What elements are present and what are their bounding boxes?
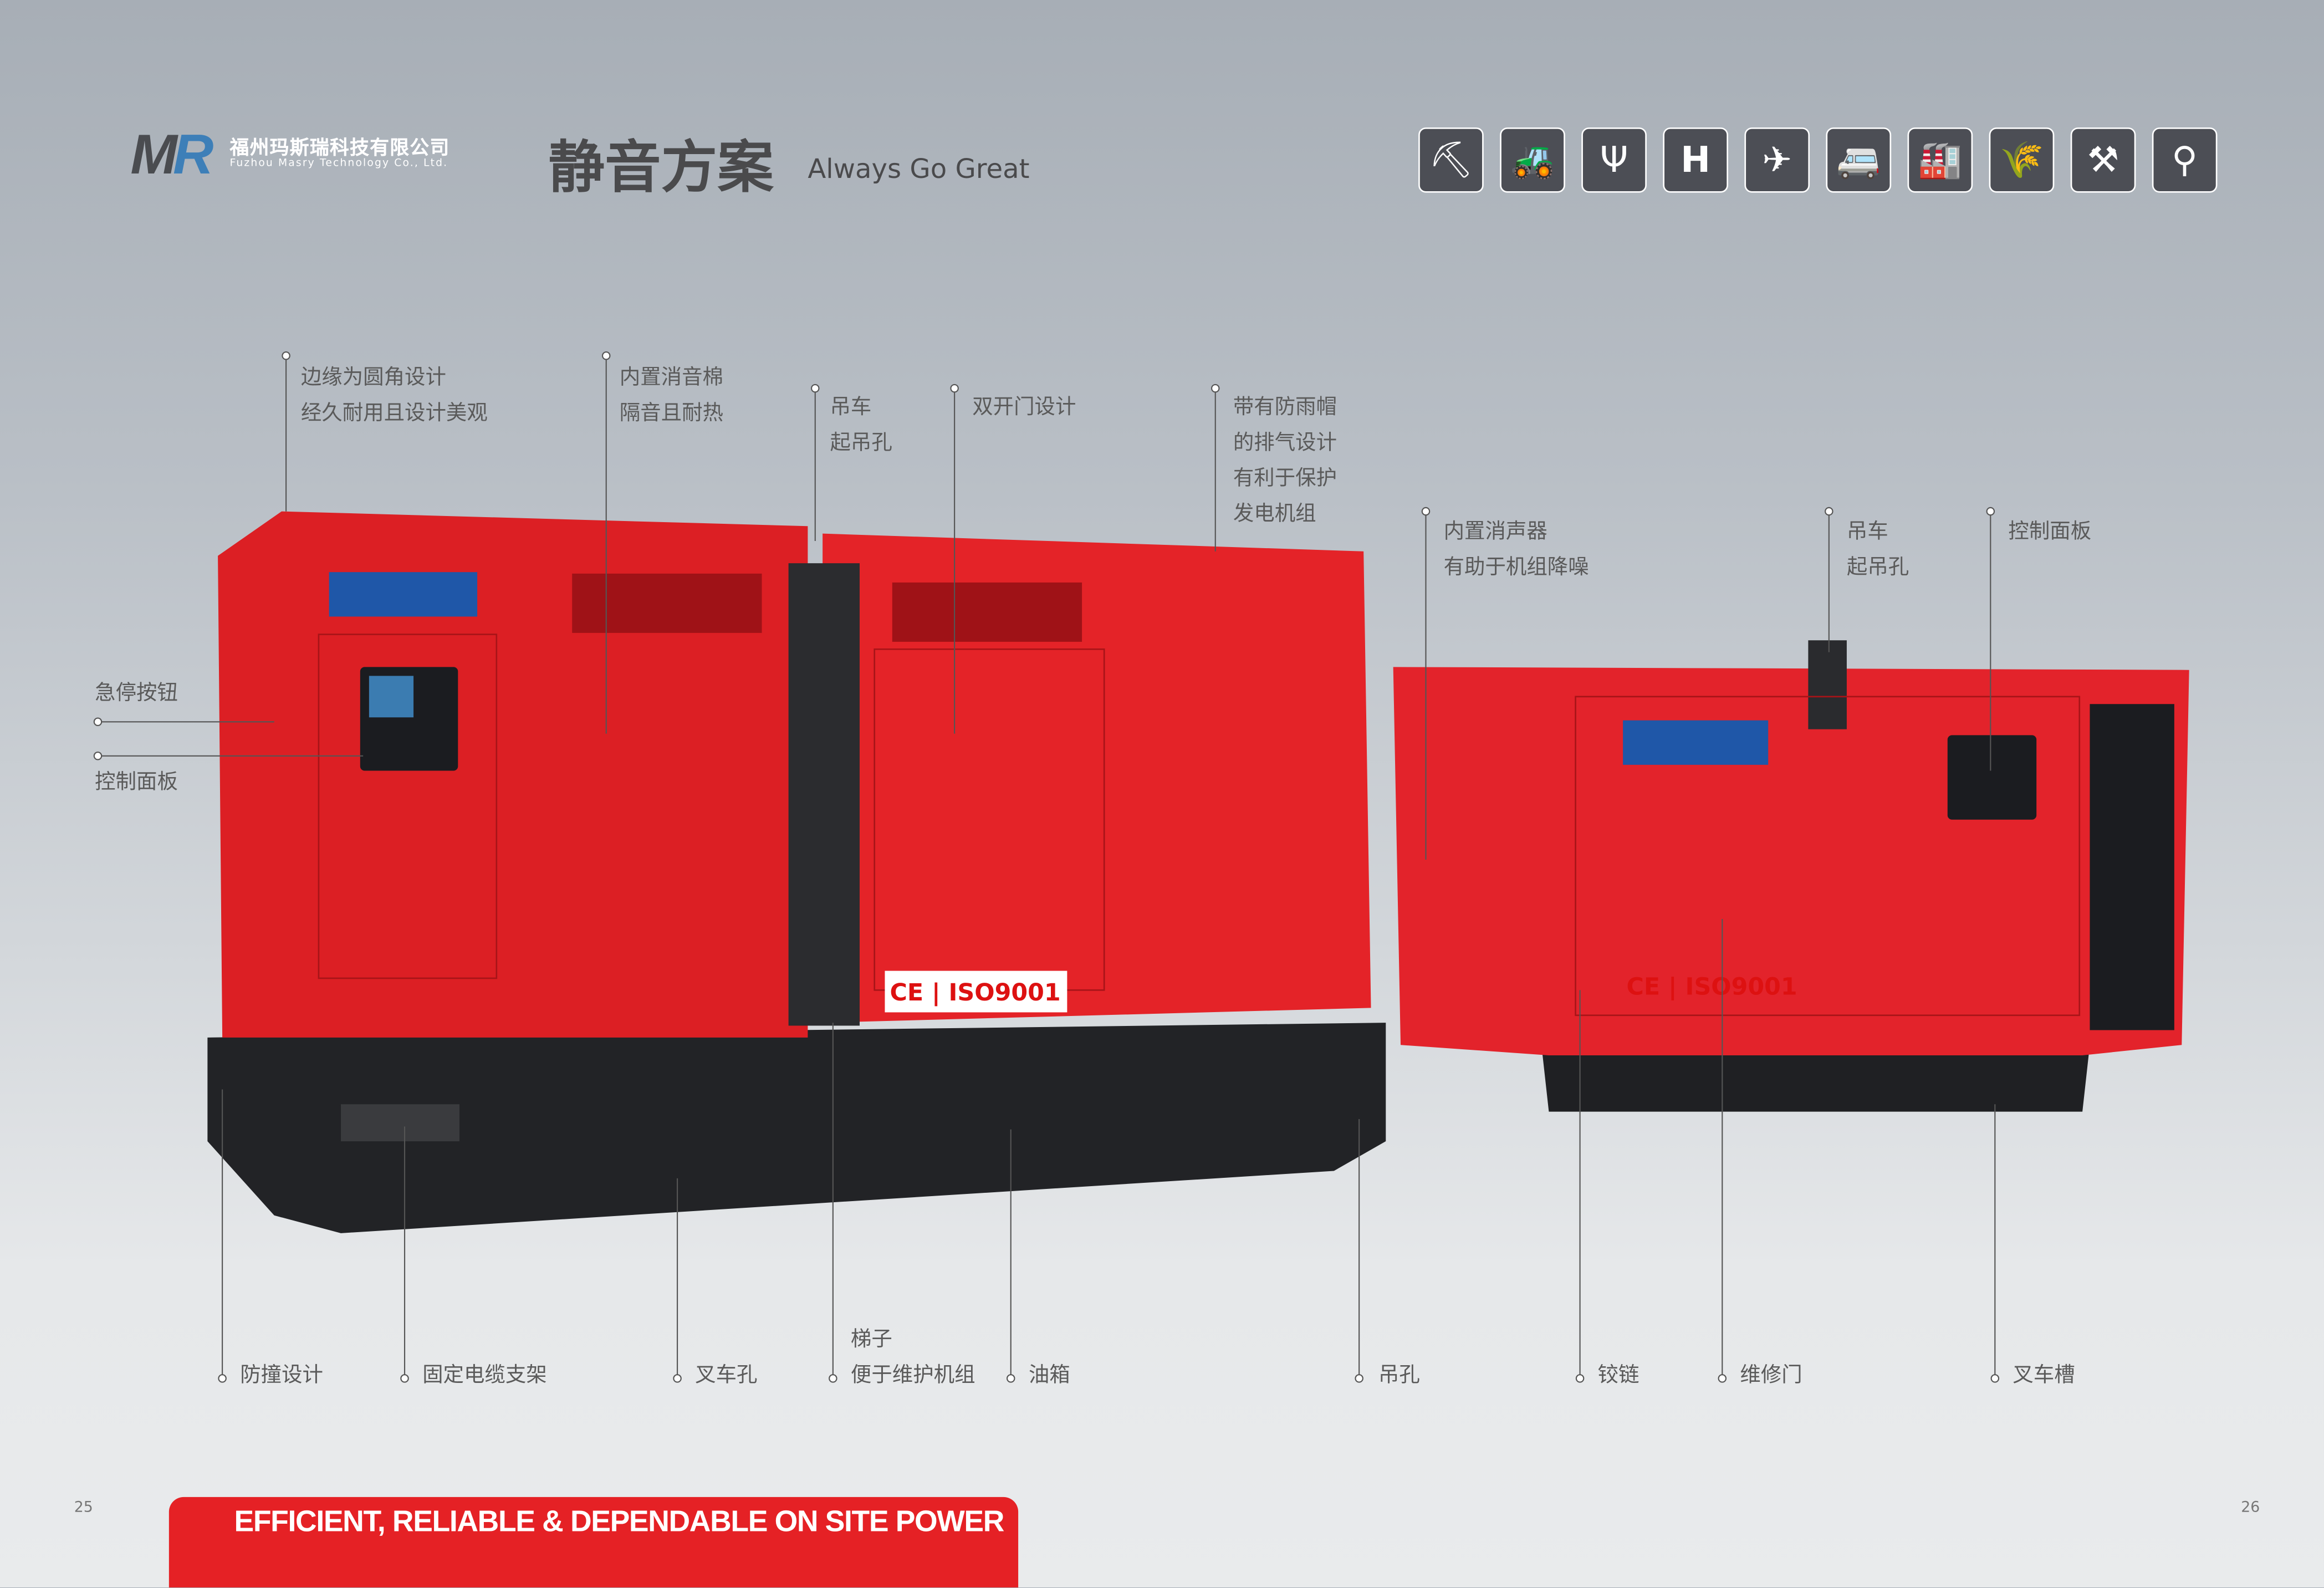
factory-icon: 🏭 — [1907, 127, 1973, 193]
hospital-icon: H — [1663, 127, 1729, 193]
callout-anti-collision: 防撞设计 — [240, 1364, 323, 1387]
callout-forklift-slot: 叉车槽 — [2013, 1364, 2075, 1387]
callout-forklift-hole: 叉车孔 — [695, 1364, 758, 1387]
callout-lifting-left: 吊车起吊孔 — [830, 395, 892, 455]
callout-rounded-edges: 边缘为圆角设计经久耐用且设计美观 — [300, 366, 488, 426]
callout-control-panel-right: 控制面板 — [2008, 520, 2092, 544]
callout-lifting-hole: 吊孔 — [1378, 1364, 1420, 1387]
page-number-right: 26 — [2241, 1500, 2260, 1516]
company-name-cn: 福州玛斯瑞科技有限公司 — [229, 137, 450, 160]
callout-control-panel-left: 控制面板 — [95, 770, 178, 795]
callout-hinge: 铰链 — [1597, 1364, 1639, 1387]
callout-ladder: 梯子便于维护机组 — [850, 1327, 975, 1387]
page-number-left: 25 — [74, 1500, 93, 1516]
wheat-icon: 🌾 — [1989, 127, 2055, 193]
certification-badge-right: CE | ISO9001 — [1627, 973, 1797, 1000]
callout-lifting-right: 吊车起吊孔 — [1846, 520, 1909, 580]
excavator-icon: 🚜 — [1500, 127, 1565, 193]
company-logo: MR — [130, 124, 213, 187]
callout-insulation: 内置消音棉隔音且耐热 — [619, 366, 723, 426]
leader-lines — [93, 351, 2000, 1383]
motorhome-icon: 🚐 — [1826, 127, 1892, 193]
application-icons: ⛏ 🚜 Ψ H ✈ 🚐 🏭 🌾 ⚒ ⚲ — [1418, 127, 2218, 193]
callout-double-door: 双开门设计 — [972, 395, 1076, 420]
page-title: 静音方案 — [548, 135, 774, 201]
company-name-en: Fuzhou Masry Technology Co., Ltd. — [229, 157, 448, 169]
callout-service-door: 维修门 — [1740, 1364, 1802, 1387]
oil-drill-icon: ⚒ — [2070, 127, 2136, 193]
footer-banner-text: EFFICIENT, RELIABLE & DEPENDABLE ON SITE… — [234, 1505, 1005, 1539]
callout-muffler: 内置消声器有助于机组降噪 — [1443, 520, 1589, 580]
callout-emergency-stop: 急停按钮 — [95, 682, 178, 706]
construction-worker-icon: ⛏ — [1418, 127, 1484, 193]
certification-badge-left: CE | ISO9001 — [890, 979, 1061, 1007]
callout-cable-bracket: 固定电缆支架 — [422, 1364, 547, 1387]
callout-fuel-tank: 油箱 — [1028, 1364, 1070, 1387]
small-genset — [1393, 640, 2189, 1112]
telecom-tower-icon: Ψ — [1581, 127, 1647, 193]
slogan: Always Go Great — [808, 154, 1030, 186]
mining-icon: ⚲ — [2152, 127, 2218, 193]
footer-banner: EFFICIENT, RELIABLE & DEPENDABLE ON SITE… — [168, 1497, 1019, 1587]
callout-exhaust: 带有防雨帽的排气设计有利于保护发电机组 — [1233, 395, 1337, 527]
airplane-icon: ✈ — [1744, 127, 1810, 193]
